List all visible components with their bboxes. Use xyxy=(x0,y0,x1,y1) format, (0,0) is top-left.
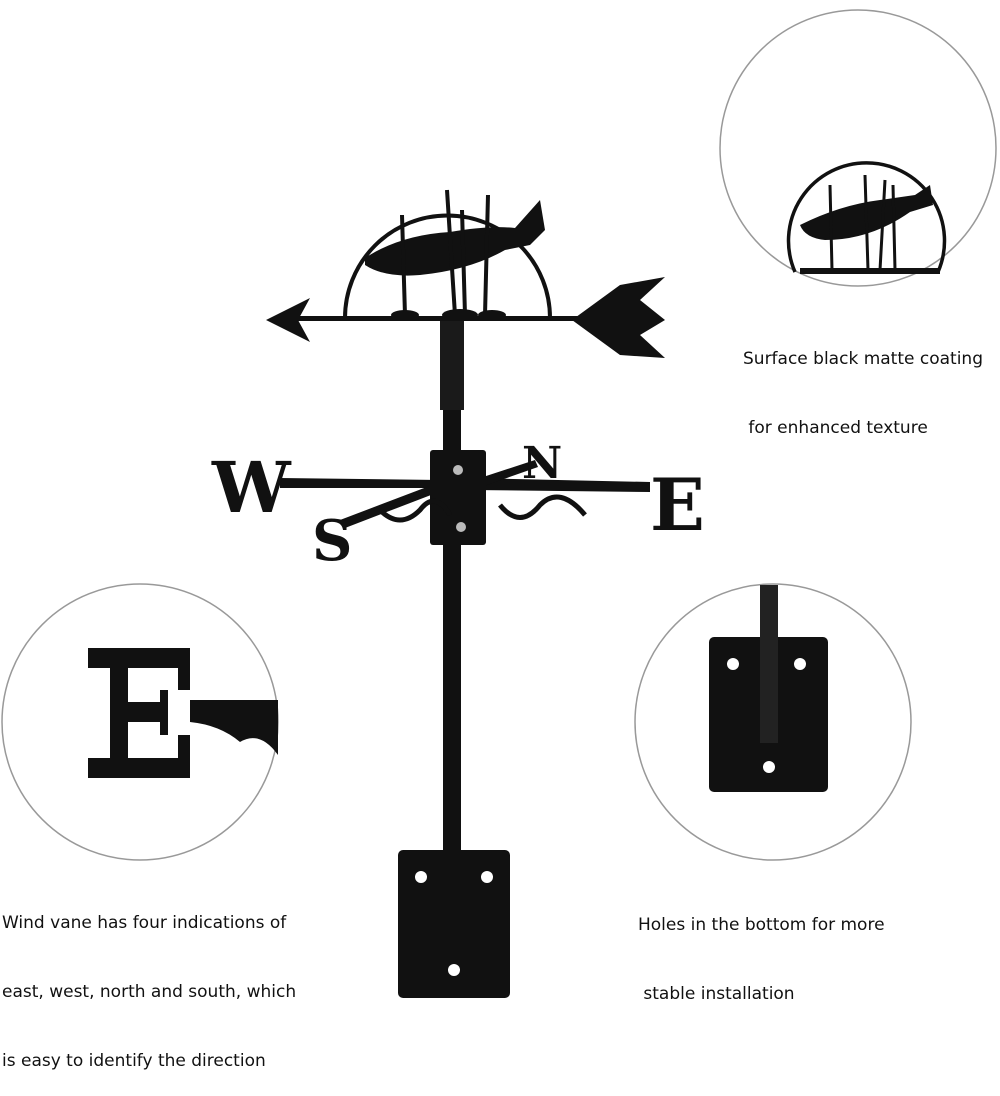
caption-directions: Wind vane has four indications of east, … xyxy=(2,866,296,1096)
weathervane-illustration: W E N S xyxy=(1,9,997,998)
caption-line: stable installation xyxy=(638,984,795,1004)
detail-circle-plate xyxy=(634,583,912,861)
center-hub xyxy=(430,450,486,545)
east-letter: E xyxy=(650,462,705,547)
mounting-plate xyxy=(398,850,510,998)
arrow-feather-icon xyxy=(572,277,665,358)
caption-holes: Holes in the bottom for more stable inst… xyxy=(638,868,885,1029)
arrow-pointer xyxy=(266,277,665,358)
caption-line: east, west, north and south, which xyxy=(2,982,297,1002)
caption-line: Surface black matte coating xyxy=(743,349,983,369)
south-letter: S xyxy=(312,508,352,574)
west-letter: W xyxy=(211,446,292,529)
compass-arms xyxy=(280,450,650,545)
detail-circle-coating xyxy=(719,9,997,287)
fish-icon xyxy=(365,200,545,276)
caption-line: Holes in the bottom for more xyxy=(638,915,885,935)
detail-circle-letter-e xyxy=(1,583,279,861)
caption-coating: Surface black matte coating for enhanced… xyxy=(743,302,983,463)
caption-line: Wind vane has four indications of xyxy=(2,913,287,933)
letter-e-closeup xyxy=(88,648,190,778)
fish-emblem xyxy=(343,189,552,321)
caption-line: for enhanced texture xyxy=(743,418,928,438)
caption-line: is easy to identify the direction xyxy=(2,1051,266,1071)
north-letter: N xyxy=(522,438,562,489)
arrow-head-icon xyxy=(266,298,310,342)
